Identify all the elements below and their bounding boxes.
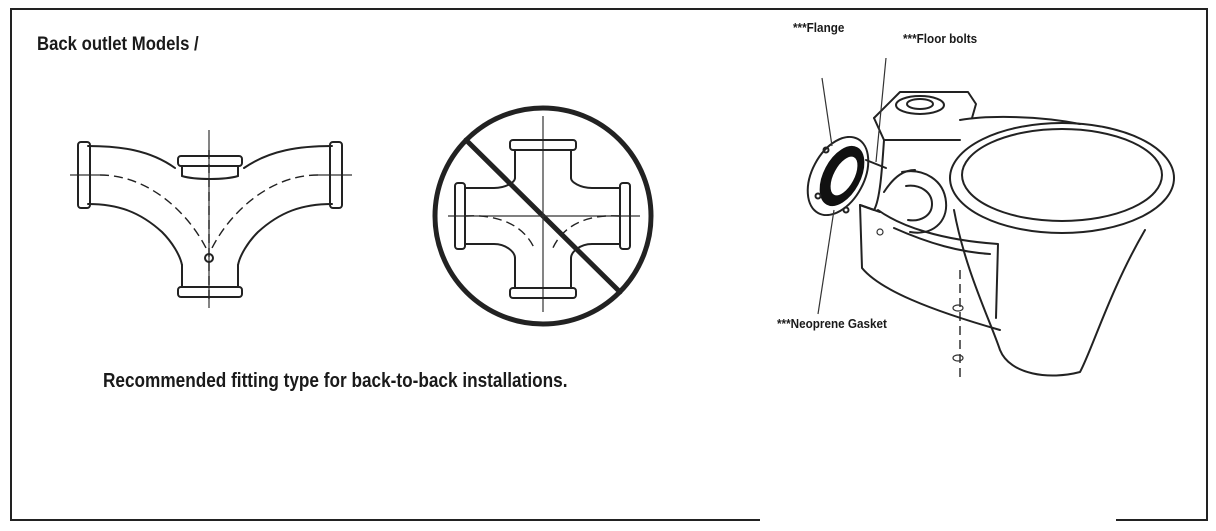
page-title: Back outlet Models /: [37, 34, 199, 55]
fitting-caption: Recommended fitting type for back-to-bac…: [103, 370, 568, 392]
flange-label: ***Flange: [793, 20, 845, 35]
page-frame: [10, 8, 1208, 521]
gasket-label: ***Neoprene Gasket: [777, 316, 887, 331]
floor-bolts-label: ***Floor bolts: [903, 31, 978, 46]
frame-gap: [760, 514, 1116, 531]
